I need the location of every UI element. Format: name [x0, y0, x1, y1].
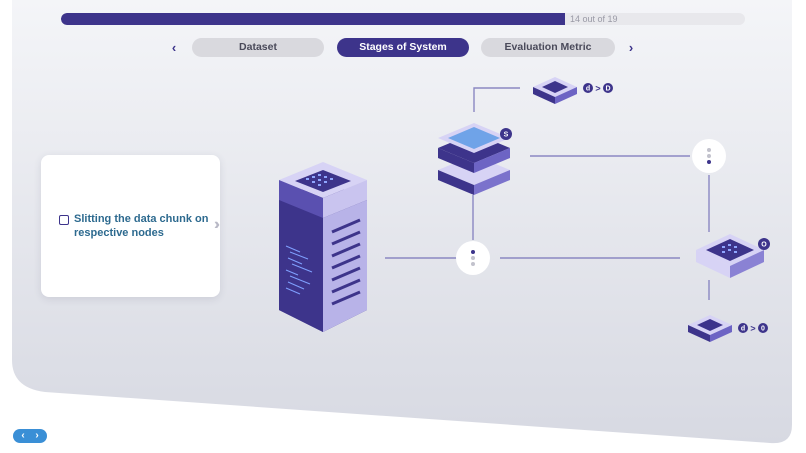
- node-badge-s-label: S: [504, 132, 509, 139]
- small-node-bottom-icon: [688, 315, 732, 342]
- badge-d-bottom: [738, 323, 748, 333]
- checkbox-icon[interactable]: [59, 215, 69, 225]
- junction-center: [456, 241, 490, 275]
- tab-evaluation-metric[interactable]: Evaluation Metric: [481, 38, 615, 57]
- chevrons-right-icon: ›››: [214, 216, 220, 233]
- node-badge-o-label: O: [761, 242, 767, 249]
- badge-0-bottom: [758, 323, 768, 333]
- server-tower-icon: [279, 162, 367, 332]
- stage-background: [12, 0, 792, 444]
- arrow-top-label: >: [595, 84, 600, 94]
- connection-lines: [385, 87, 710, 300]
- stacked-node-icon: [438, 123, 510, 195]
- arrow-bottom-label: >: [750, 324, 755, 334]
- progress-fill: [61, 13, 566, 25]
- tab-next-arrow[interactable]: ›: [628, 40, 634, 55]
- pager-pill: ‹›: [13, 429, 47, 443]
- pager-next-button[interactable]: ›: [35, 430, 39, 441]
- node-badge-o: [758, 238, 770, 250]
- pager-prev-button[interactable]: ‹: [21, 430, 25, 441]
- badge-0-bottom-label: 0: [761, 326, 765, 333]
- badge-D-top-label: D: [605, 86, 610, 93]
- small-node-top-icon: [533, 77, 577, 104]
- card-text: Slitting the data chunk on respective no…: [74, 213, 209, 239]
- badge-d-top: [583, 83, 593, 93]
- node-badge-s: [500, 128, 512, 140]
- badge-d-bottom-label: d: [741, 326, 745, 333]
- info-card: Slitting the data chunk on respective no…: [41, 155, 220, 297]
- tab-stages-of-system[interactable]: Stages of System: [337, 38, 469, 57]
- junction-right: [692, 139, 726, 173]
- progress-bar: [61, 13, 745, 25]
- progress-text: 14 out of 19: [570, 14, 618, 24]
- badge-D-top: [603, 83, 613, 93]
- right-node-icon: [696, 234, 764, 278]
- tab-dataset[interactable]: Dataset: [192, 38, 324, 57]
- tab-prev-arrow[interactable]: ‹: [171, 40, 177, 55]
- badge-d-top-label: d: [586, 86, 590, 93]
